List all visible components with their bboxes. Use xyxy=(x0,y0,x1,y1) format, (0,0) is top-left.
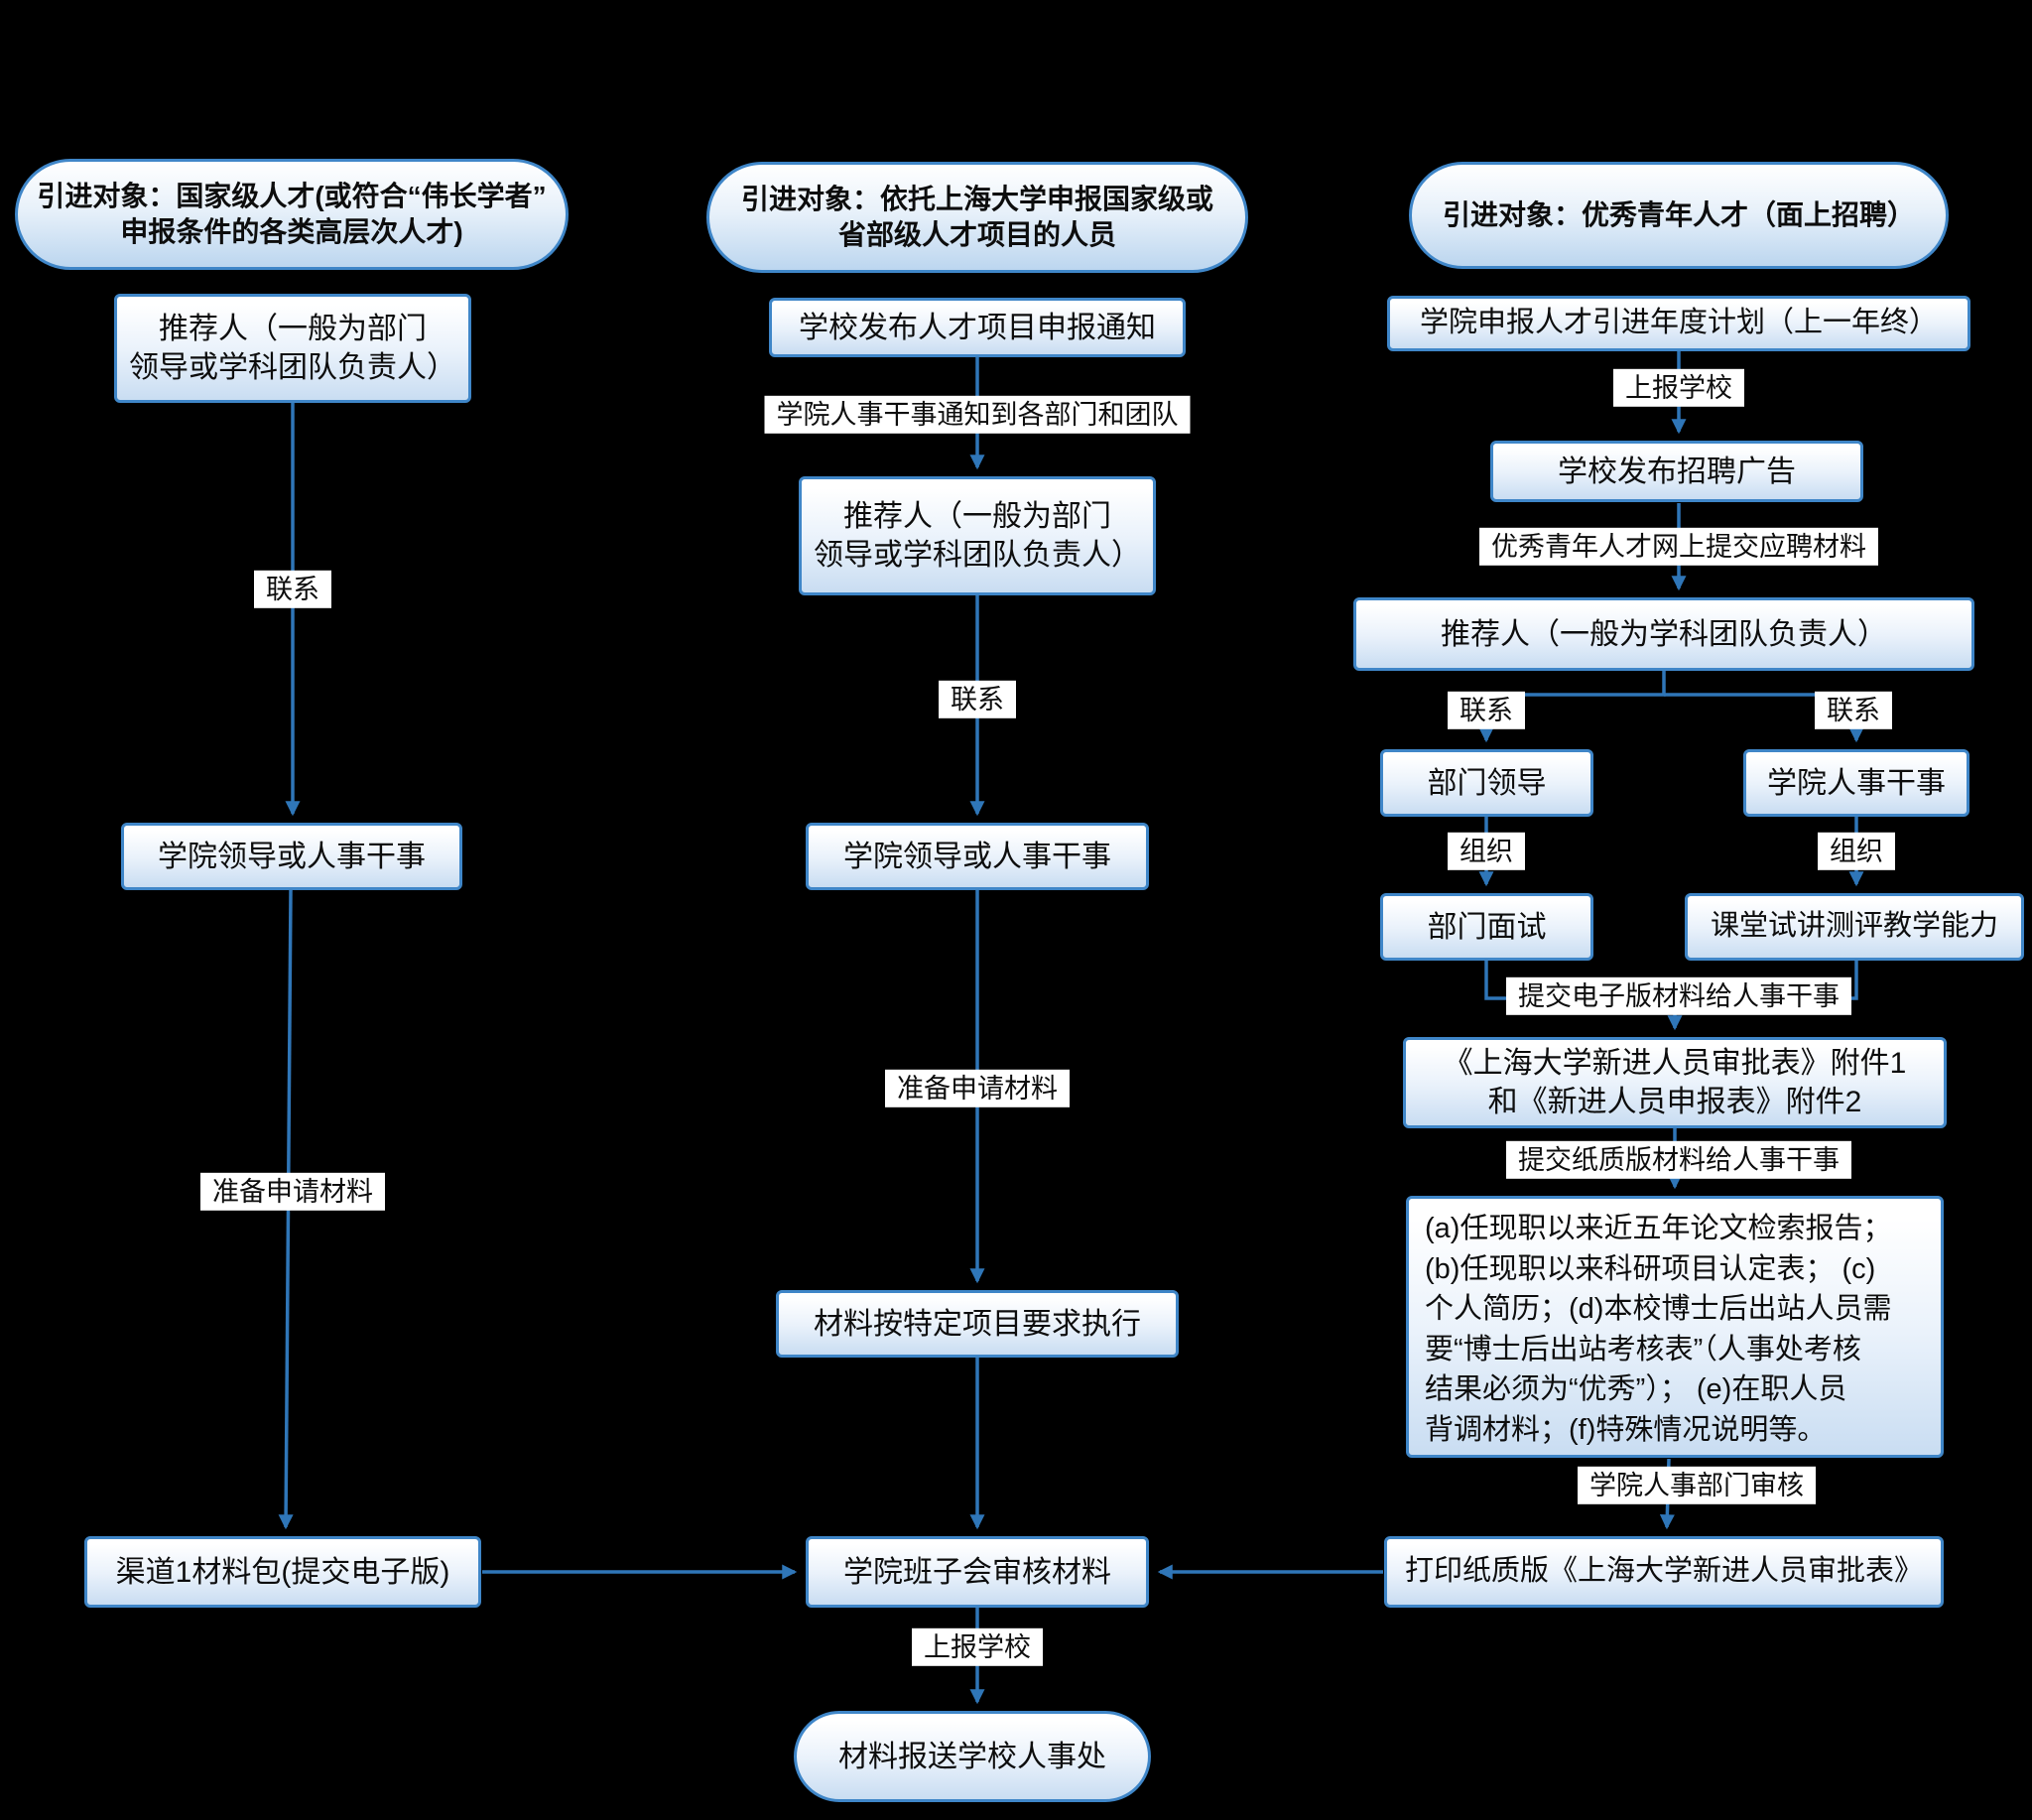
flow3-node-approval-forms: 《上海大学新进人员审批表》附件1 和《新进人员申报表》附件2 xyxy=(1403,1037,1947,1128)
flow3-node-ad: 学校发布招聘广告 xyxy=(1490,441,1863,502)
flow3-edge-hr-review-label: 学院人事部门审核 xyxy=(1578,1466,1816,1505)
flow2-edge-contact-label: 联系 xyxy=(939,680,1016,719)
flow1-edge-contact-label: 联系 xyxy=(254,570,331,609)
flow3-node-hr-clerk: 学院人事干事 xyxy=(1743,749,1969,817)
flow3-edge-organize-left-label: 组织 xyxy=(1448,832,1525,871)
flow3-edge-submit-electronic-label: 提交电子版材料给人事干事 xyxy=(1506,976,1851,1016)
flow2-node-notice: 学校发布人才项目申报通知 xyxy=(769,298,1186,357)
flow3-edge-submit-paper-label: 提交纸质版材料给人事干事 xyxy=(1506,1140,1851,1180)
flow2-node-review: 学院班子会审核材料 xyxy=(806,1536,1149,1608)
flow3-node-dept-interview: 部门面试 xyxy=(1380,893,1593,961)
flow2-edge-submit-label: 上报学校 xyxy=(912,1627,1043,1667)
flow3-node-teaching-test: 课堂试讲测评教学能力 xyxy=(1685,893,2024,961)
flow1-node-package: 渠道1材料包(提交电子版) xyxy=(84,1536,481,1608)
flow3-edge-apply-label: 优秀青年人才网上提交应聘材料 xyxy=(1479,527,1878,567)
flow2-edge-notify-label: 学院人事干事通知到各部门和团队 xyxy=(764,395,1191,435)
flow3-header: 引进对象：优秀青年人才（面上招聘） xyxy=(1409,162,1949,269)
flow2-node-leader: 学院领导或人事干事 xyxy=(806,823,1149,890)
flow3-edge-organize-right-label: 组织 xyxy=(1818,832,1895,871)
flow2-node-recommender: 推荐人（一般为部门 领导或学科团队负责人） xyxy=(799,476,1156,595)
flow2-edge-prepare-label: 准备申请材料 xyxy=(885,1069,1070,1108)
flow3-edge-report-label: 上报学校 xyxy=(1613,368,1744,408)
flow3-node-recommender: 推荐人（一般为学科团队负责人） xyxy=(1353,597,1974,671)
flow1-node-recommender: 推荐人（一般为部门 领导或学科团队负责人） xyxy=(114,294,471,403)
flow3-node-materials-list: (a)任现职以来近五年论文检索报告； (b)任现职以来科研项目认定表； (c) … xyxy=(1406,1196,1944,1458)
flow1-header: 引进对象：国家级人才(或符合“伟长学者” 申报条件的各类高层次人才) xyxy=(15,159,569,270)
flow2-node-hr-office: 材料报送学校人事处 xyxy=(794,1711,1151,1802)
flow3-node-print-form: 打印纸质版《上海大学新进人员审批表》 xyxy=(1384,1536,1944,1608)
flow3-edge-contact-right-label: 联系 xyxy=(1815,691,1892,730)
flow3-edge-contact-left-label: 联系 xyxy=(1448,691,1525,730)
flow2-header: 引进对象：依托上海大学申报国家级或 省部级人才项目的人员 xyxy=(706,162,1248,273)
flow3-node-dept-leader: 部门领导 xyxy=(1380,749,1593,817)
flow1-edge-prepare-label: 准备申请材料 xyxy=(200,1172,385,1212)
flow1-node-leader: 学院领导或人事干事 xyxy=(121,823,462,890)
flow3-node-annual-plan: 学院申报人才引进年度计划（上一年终） xyxy=(1387,296,1970,351)
flow2-node-materials: 材料按特定项目要求执行 xyxy=(776,1290,1179,1358)
